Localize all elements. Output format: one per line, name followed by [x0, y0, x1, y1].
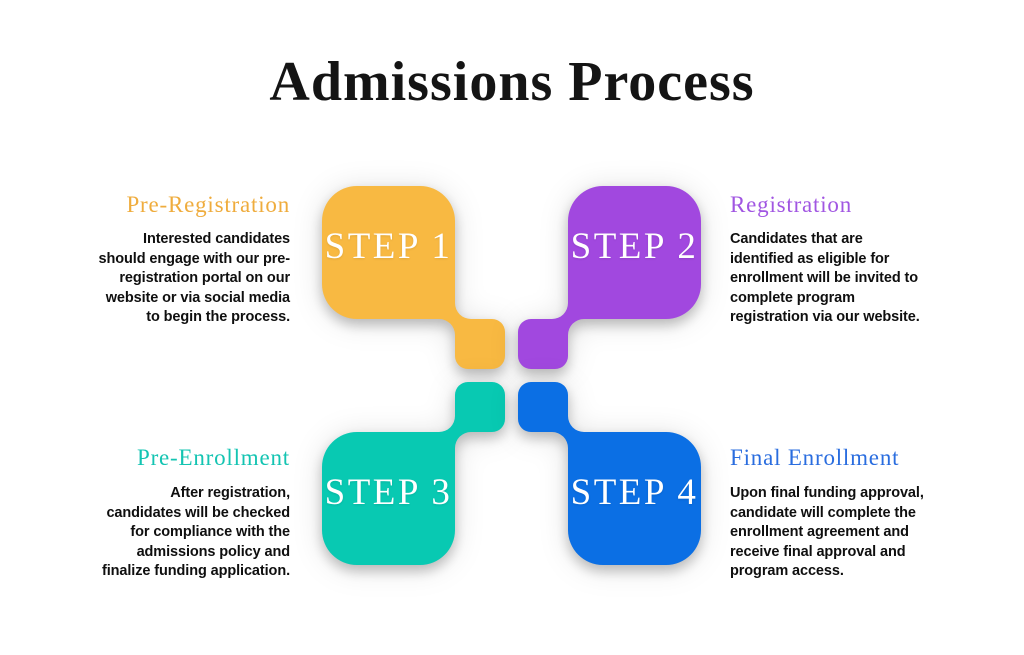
description-line: Interested candidates: [143, 231, 290, 247]
description-line: registration portal on our: [119, 270, 290, 286]
step-4-heading: Final Enrollment: [730, 445, 900, 470]
step-3-bubble-shape: [322, 382, 505, 565]
page-title: Admissions Process: [269, 51, 755, 113]
step-3-heading: Pre-Enrollment: [137, 445, 290, 470]
description-line: admissions policy and: [136, 543, 291, 560]
step-2-heading: Registration: [730, 192, 853, 217]
description-line: identified as eligible for: [730, 250, 890, 267]
step-3-label: STEP 3: [324, 472, 453, 513]
description-line: for compliance with the: [130, 524, 290, 540]
description-line: enrollment agreement and: [730, 524, 909, 540]
step-4-label: STEP 4: [570, 472, 699, 513]
step-1-bubble-shape: [322, 186, 505, 369]
description-line: Candidates that are: [730, 231, 863, 247]
step-4-description: Upon final funding approval, candidate w…: [730, 484, 935, 582]
description-line: finalize funding application.: [101, 563, 290, 579]
description-line: candidate will complete the: [730, 504, 916, 521]
step-1-heading: Pre-Registration: [126, 192, 290, 217]
step-1-description: Interested candidates should engage with…: [85, 230, 291, 328]
description-line: program access.: [730, 563, 844, 579]
description-line: should engage with our pre-: [98, 250, 291, 267]
step-2-bubble-shape: [518, 186, 701, 369]
step-2-description: Candidates that are identified as eligib…: [730, 230, 935, 328]
description-line: After registration,: [170, 485, 290, 501]
description-line: complete program: [730, 289, 855, 306]
description-line: website or via social media: [105, 289, 290, 306]
description-line: Upon final funding approval,: [730, 485, 924, 501]
description-line: receive final approval and: [730, 543, 906, 560]
step-3-description: After registration, candidates will be c…: [85, 484, 290, 582]
description-line: enrollment will be invited to: [730, 270, 919, 286]
step-2-label: STEP 2: [570, 226, 699, 267]
step-1-label: STEP 1: [324, 226, 453, 267]
step-4-bubble-shape: [518, 382, 701, 565]
description-line: to begin the process.: [146, 309, 290, 325]
description-line: registration via our website.: [730, 309, 920, 325]
description-line: candidates will be checked: [106, 504, 290, 521]
